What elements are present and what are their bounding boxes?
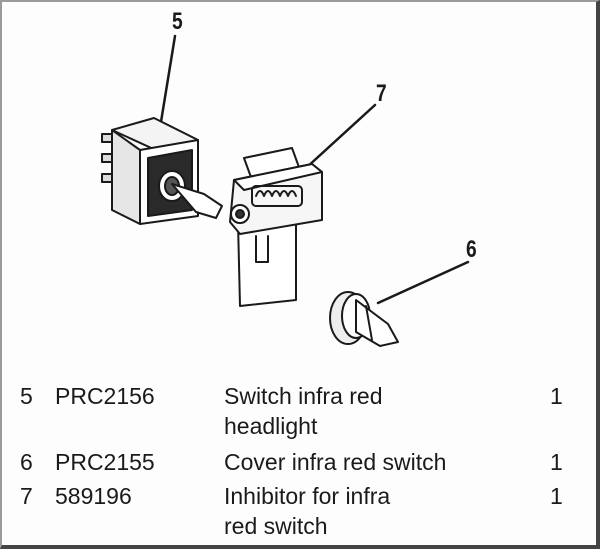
leader-line-7: [304, 103, 377, 170]
leader-line-6: [376, 260, 470, 305]
description-line-2: red switch: [224, 513, 328, 539]
ref-number: 7: [20, 483, 33, 509]
ref-number: 6: [20, 449, 33, 475]
part-number: PRC2155: [55, 449, 155, 475]
quantity: 1: [550, 449, 563, 475]
toggle-switch-drawing: [101, 117, 223, 225]
quantity: 1: [550, 483, 563, 509]
description-line-1: Switch infra red: [224, 383, 383, 409]
part-number: PRC2156: [55, 383, 155, 409]
inhibitor-drawing: [229, 147, 323, 307]
description-line-2: headlight: [224, 413, 318, 439]
quantity: 1: [550, 383, 563, 409]
cover-drawing: [329, 291, 399, 347]
part-number: 589196: [55, 483, 132, 509]
callout-6: 6: [466, 236, 477, 263]
parts-illustration: [101, 34, 470, 347]
ref-number: 5: [20, 383, 33, 409]
description-line-1: Cover infra red switch: [224, 449, 447, 475]
leader-line-5: [158, 34, 177, 130]
callout-5: 5: [172, 8, 183, 35]
description-line-1: Inhibitor for infra: [224, 483, 391, 509]
callout-7: 7: [376, 80, 387, 107]
